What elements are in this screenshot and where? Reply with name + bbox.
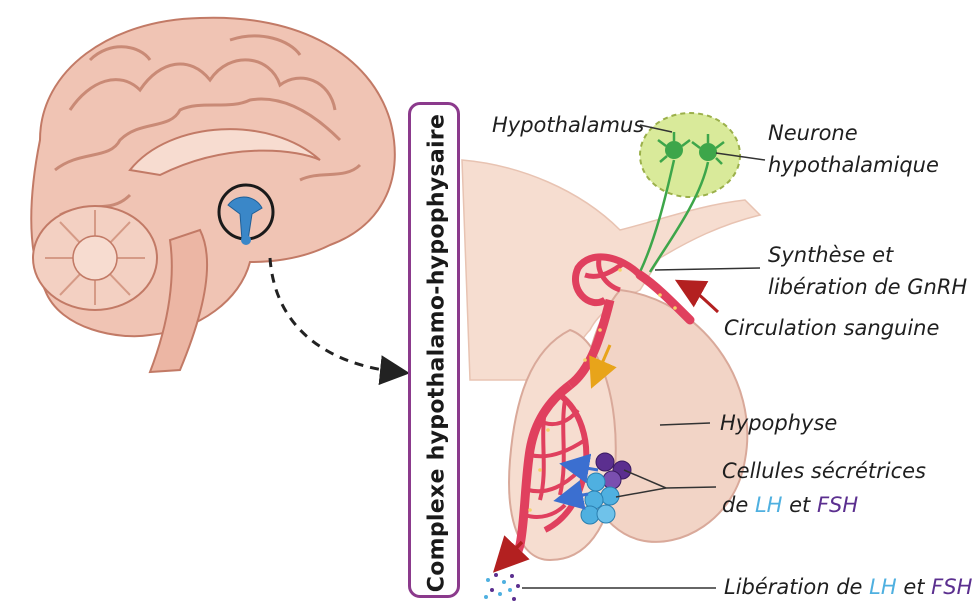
brain-illustration — [31, 18, 395, 372]
label-liberation-lh: LH — [869, 575, 897, 599]
zoom-arrow — [270, 258, 398, 372]
label-cellules-line2: de LH et FSH — [722, 490, 858, 520]
label-cellules-fsh: FSH — [817, 493, 858, 517]
hypothalamo-hypophysaire-detail — [462, 113, 760, 601]
label-cellules-et: et — [789, 493, 810, 517]
label-liberation-et: et — [903, 575, 924, 599]
label-hypothalamus: Hypothalamus — [492, 110, 644, 140]
label-liberation-prefix: Libération de — [724, 575, 862, 599]
complex-label-box: Complexe hypothalamo-hypophysaire — [408, 102, 460, 598]
label-liberation-fsh: FSH — [931, 575, 972, 599]
complex-label: Complexe hypothalamo-hypophysaire — [425, 114, 450, 592]
released-hormones — [484, 573, 520, 601]
label-synthese-line2: libération de GnRH — [768, 272, 967, 302]
label-hypophyse: Hypophyse — [720, 408, 837, 438]
label-neurone-line2: hypothalamique — [768, 150, 939, 180]
label-liberation: Libération de LH et FSH — [724, 572, 972, 602]
label-cellules-lh: LH — [755, 493, 783, 517]
label-neurone-line1: Neurone — [768, 118, 858, 148]
label-cellules-de: de — [722, 493, 748, 517]
label-cellules-line1: Cellules sécrétrices — [722, 456, 926, 486]
label-circulation: Circulation sanguine — [724, 313, 939, 343]
label-synthese-line1: Synthèse et — [768, 240, 893, 270]
